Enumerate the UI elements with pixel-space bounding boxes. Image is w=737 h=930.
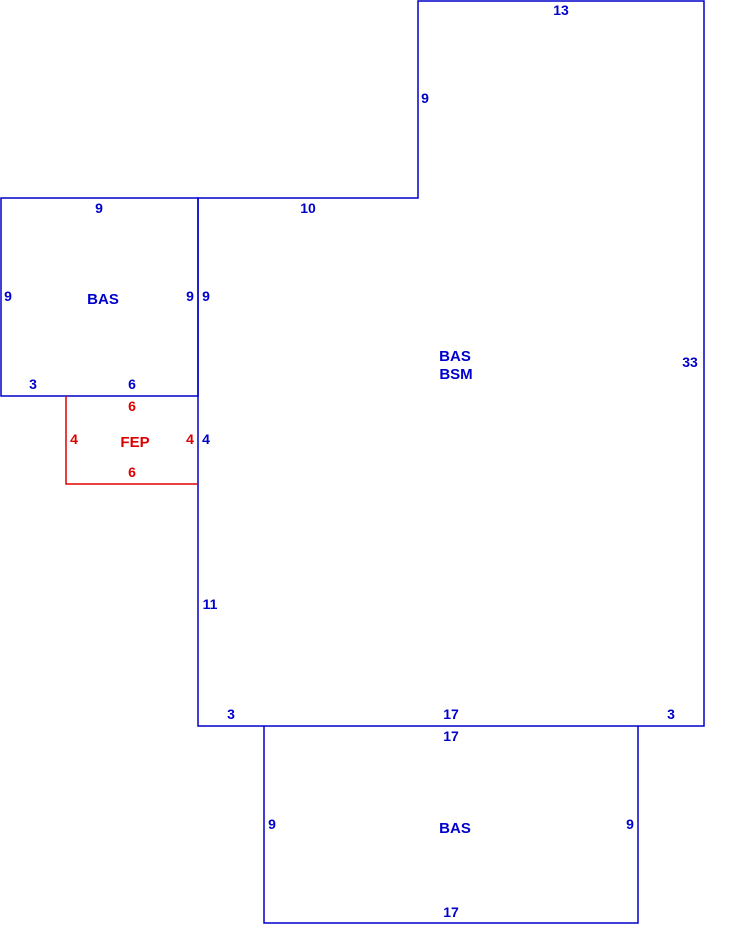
dim-porch-right: 4 <box>186 431 194 447</box>
left-wing-area-label: BAS <box>87 291 119 308</box>
dim-main-left-mid: 4 <box>202 431 210 447</box>
dim-left-bottom-a: 3 <box>29 376 37 392</box>
main-area-label-1: BAS <box>439 348 471 365</box>
dim-porch-bottom: 6 <box>128 464 136 480</box>
dim-main-right: 33 <box>682 354 698 370</box>
dim-left-right: 9 <box>186 288 194 304</box>
dim-main-bottom-right: 3 <box>667 706 675 722</box>
dim-bottom-left: 9 <box>268 816 276 832</box>
dim-bottom-bottom: 17 <box>443 904 459 920</box>
dim-bottom-right: 9 <box>626 816 634 832</box>
dim-bottom-top: 17 <box>443 728 459 744</box>
dim-main-left-lower: 11 <box>203 596 218 612</box>
porch-area-label: FEP <box>120 434 149 451</box>
porch-outline <box>65 396 198 485</box>
dim-main-bottom-left: 3 <box>227 706 235 722</box>
dim-porch-top: 6 <box>128 398 136 414</box>
dim-main-upper-left: 9 <box>421 90 429 106</box>
dim-left-top: 9 <box>95 200 103 216</box>
left-wing-outline <box>0 197 199 397</box>
dim-main-step: 10 <box>300 200 316 216</box>
dim-left-bottom-b: 6 <box>128 376 136 392</box>
main-area-outline <box>197 0 705 727</box>
dim-left-left: 9 <box>4 288 12 304</box>
bottom-wing-outline <box>263 726 639 924</box>
bottom-wing-area-label: BAS <box>439 820 471 837</box>
dim-main-left-upper: 9 <box>202 288 210 304</box>
main-area-label-2: BSM <box>439 366 472 383</box>
dim-main-top: 13 <box>553 2 569 18</box>
dim-porch-left: 4 <box>70 431 78 447</box>
dim-main-bottom-mid: 17 <box>443 706 459 722</box>
